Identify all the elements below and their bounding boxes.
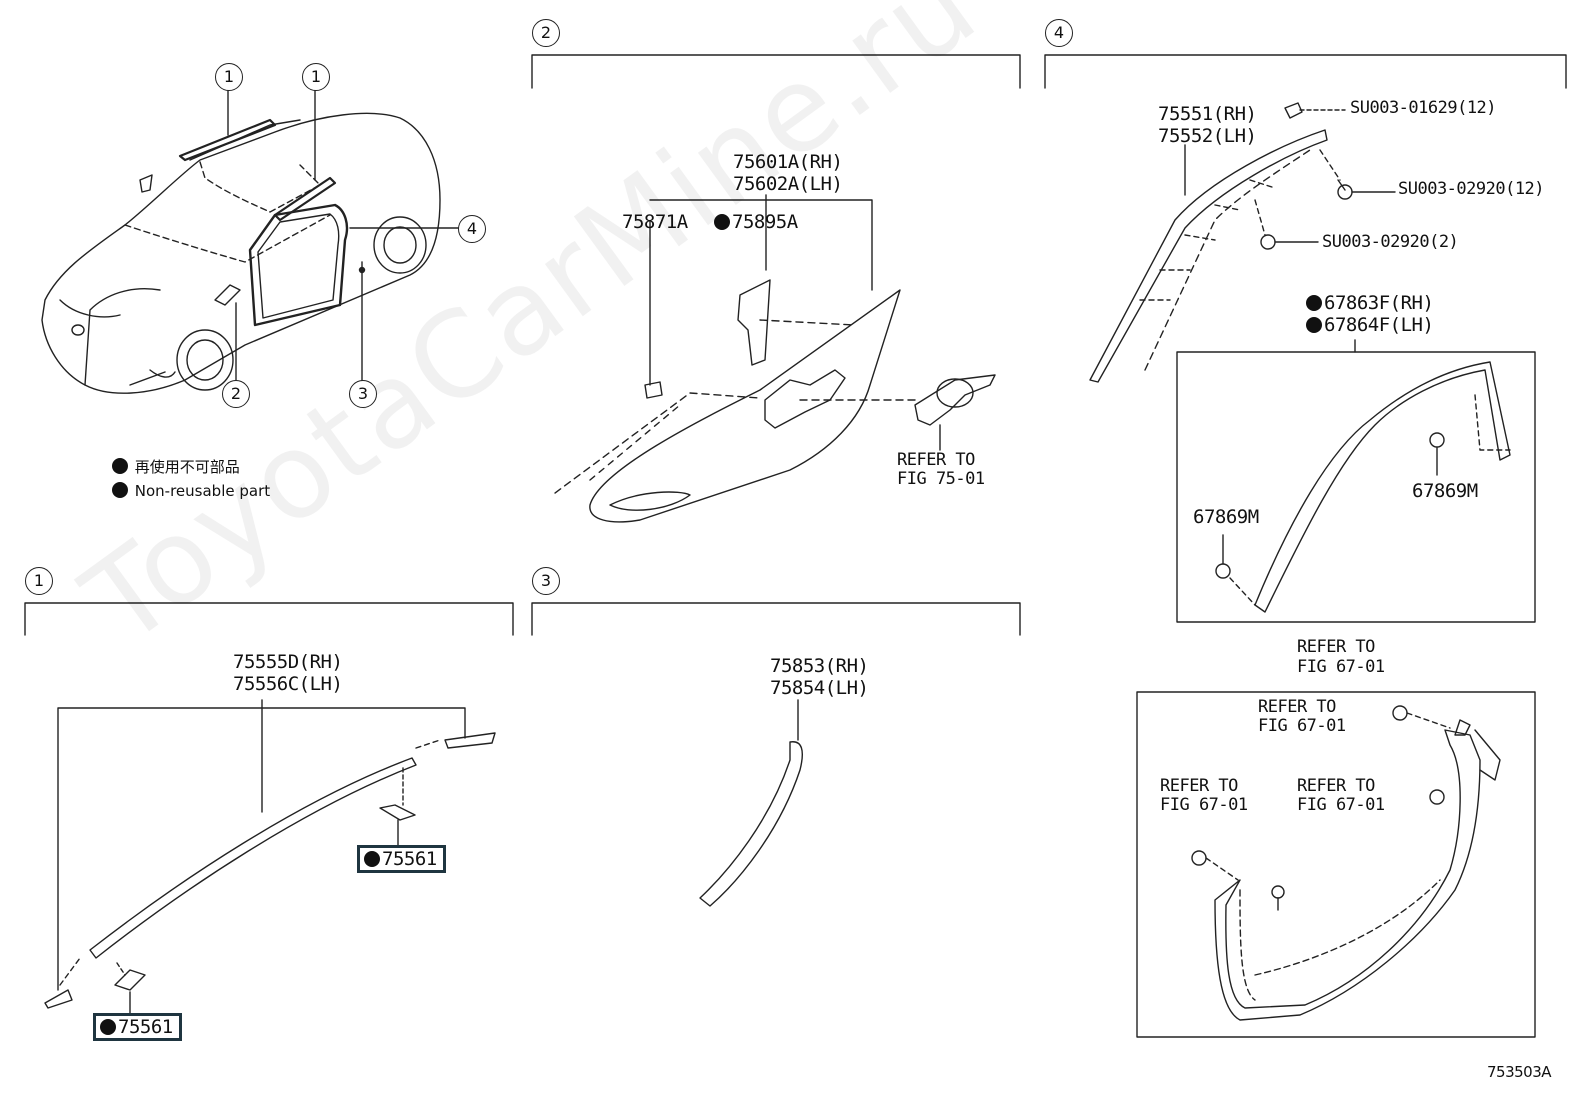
part-number-75561-upper-text: 75561 <box>382 848 437 870</box>
section-3-frame <box>531 602 1021 636</box>
section-2-number: 2 <box>532 19 560 47</box>
part-number-75561-lower[interactable]: 75561 <box>93 1013 182 1041</box>
roof-molding-illustration <box>1089 102 1396 383</box>
door-seal-illustration <box>1191 705 1501 1021</box>
figure-id: 753503A <box>1487 1063 1552 1081</box>
refer-fig-67-01-c-line1[interactable]: REFER TO <box>1297 776 1375 796</box>
refer-fig-67-01-c-line2[interactable]: FIG 67-01 <box>1297 795 1385 815</box>
part-number-su003-01629[interactable]: SU003-01629(12) <box>1350 98 1497 118</box>
part-number-75552[interactable]: 75552(LH) <box>1158 125 1257 147</box>
part-number-75853[interactable]: 75853(RH) <box>770 655 869 677</box>
non-reusable-dot-icon <box>1306 317 1322 333</box>
part-number-67864f[interactable]: 67864F(LH) <box>1306 314 1434 336</box>
section-3-number: 3 <box>532 567 560 595</box>
overview-callout-1b[interactable]: 1 <box>302 63 330 91</box>
legend-jp-text: 再使用不可部品 <box>134 458 240 476</box>
part-number-75601a[interactable]: 75601A(RH) <box>733 151 843 173</box>
legend-row-en: Non-reusable part <box>112 479 270 503</box>
part-number-su003-02920-2[interactable]: SU003-02920(2) <box>1322 232 1459 252</box>
fender-garnish-illustration <box>554 194 996 523</box>
part-number-75895a-text: 75895A <box>732 211 798 233</box>
door-seal-detail-box <box>1136 691 1536 1038</box>
windshield-molding-illustration <box>44 699 496 1017</box>
non-reusable-dot-icon <box>112 482 128 498</box>
refer-fig-75-01-line2[interactable]: FIG 75-01 <box>897 469 985 489</box>
refer-fig-67-01-top-line2[interactable]: FIG 67-01 <box>1297 657 1385 677</box>
section-4-number: 4 <box>1045 19 1073 47</box>
overview-callout-4[interactable]: 4 <box>458 215 486 243</box>
part-number-75556c[interactable]: 75556C(LH) <box>233 673 343 695</box>
part-number-67863f[interactable]: 67863F(RH) <box>1306 292 1434 314</box>
refer-fig-67-01-a-line1[interactable]: REFER TO <box>1258 697 1336 717</box>
part-number-67869m-right[interactable]: 67869M <box>1412 480 1478 502</box>
part-number-67863f-text: 67863F(RH) <box>1324 292 1434 314</box>
non-reusable-dot-icon <box>714 214 730 230</box>
non-reusable-dot-icon <box>112 458 128 474</box>
refer-fig-67-01-top-line1[interactable]: REFER TO <box>1297 637 1375 657</box>
part-number-su003-02920-12[interactable]: SU003-02920(12) <box>1398 179 1545 199</box>
section-1-frame <box>24 602 514 636</box>
section-2-frame <box>531 54 1021 89</box>
non-reusable-dot-icon <box>100 1019 116 1035</box>
part-number-75895a[interactable]: 75895A <box>714 212 798 233</box>
part-number-75871a[interactable]: 75871A <box>622 211 688 233</box>
overview-callout-2[interactable]: 2 <box>222 380 250 408</box>
car-overview-illustration <box>41 87 459 394</box>
part-number-75602a[interactable]: 75602A(LH) <box>733 173 843 195</box>
part-number-75561-lower-text: 75561 <box>118 1016 173 1038</box>
part-number-75854[interactable]: 75854(LH) <box>770 677 869 699</box>
overview-callout-1a[interactable]: 1 <box>215 63 243 91</box>
part-number-75555d[interactable]: 75555D(RH) <box>233 651 343 673</box>
non-reusable-dot-icon <box>364 851 380 867</box>
section-1-number: 1 <box>25 567 53 595</box>
legend-en-text: Non-reusable part <box>134 482 271 500</box>
refer-fig-67-01-b-line1[interactable]: REFER TO <box>1160 776 1238 796</box>
part-number-75551[interactable]: 75551(RH) <box>1158 103 1257 125</box>
part-number-67869m-left[interactable]: 67869M <box>1193 506 1259 528</box>
legend-row-jp: 再使用不可部品 <box>112 455 270 479</box>
overview-callout-3[interactable]: 3 <box>349 380 377 408</box>
part-number-67864f-text: 67864F(LH) <box>1324 314 1434 336</box>
legend: 再使用不可部品 Non-reusable part <box>112 455 270 503</box>
refer-fig-75-01-line1[interactable]: REFER TO <box>897 450 975 470</box>
section-4-frame <box>1044 54 1567 89</box>
part-number-75561-upper[interactable]: 75561 <box>357 845 446 873</box>
non-reusable-dot-icon <box>1306 295 1322 311</box>
refer-fig-67-01-b-line2[interactable]: FIG 67-01 <box>1160 795 1248 815</box>
pillar-garnish-illustration <box>699 699 803 907</box>
refer-fig-67-01-a-line2[interactable]: FIG 67-01 <box>1258 716 1346 736</box>
weatherstrip-detail-box <box>1176 351 1536 623</box>
door-weatherstrip-illustration <box>1215 361 1511 613</box>
